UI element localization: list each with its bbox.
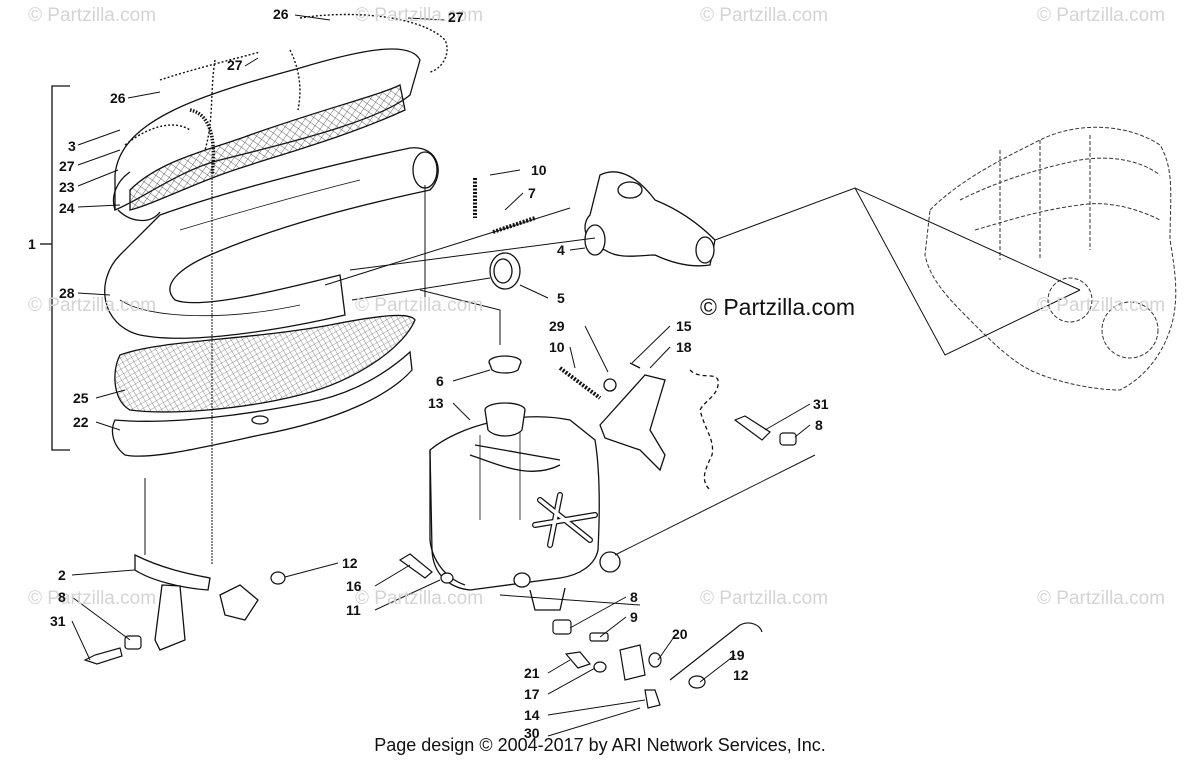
watermark: © Partzilla.com — [355, 588, 484, 609]
watermark: © Partzilla.com — [28, 588, 157, 609]
callout-22: 22 — [73, 414, 89, 430]
muffler-bracket — [599, 362, 719, 491]
callout-8: 8 — [815, 417, 823, 433]
watermark: © Partzilla.com — [1037, 5, 1166, 26]
watermark: © Partzilla.com — [355, 5, 484, 26]
callout-13: 13 — [428, 395, 444, 411]
callout-27: 27 — [59, 158, 75, 174]
callout-5: 5 — [557, 290, 565, 306]
callout-11: 11 — [346, 602, 361, 618]
callout-12: 12 — [342, 555, 358, 571]
fasteners — [83, 415, 797, 709]
spring-wires — [124, 13, 448, 176]
callout-20: 20 — [672, 626, 688, 642]
callout-17: 17 — [524, 686, 540, 702]
callout-25: 25 — [73, 390, 89, 406]
callout-30: 30 — [524, 725, 540, 741]
callout-23: 23 — [59, 179, 75, 195]
group-bracket — [40, 85, 70, 451]
expansion-chamber — [104, 147, 439, 339]
footer-copyright: Page design © 2004-2017 by ARI Network S… — [374, 735, 826, 755]
callout-31: 31 — [813, 396, 829, 412]
callout-6: 6 — [436, 373, 444, 389]
callout-26: 26 — [273, 6, 289, 22]
callout-29: 29 — [549, 318, 565, 334]
leader-engine — [714, 187, 1081, 356]
callout-31: 31 — [50, 613, 66, 629]
watermark: © Partzilla.com — [1037, 588, 1166, 609]
callout-2: 2 — [58, 567, 66, 583]
callout-15: 15 — [676, 318, 692, 334]
seal-ring — [489, 252, 521, 290]
callout-8: 8 — [630, 589, 638, 605]
lower-bracket — [134, 553, 259, 651]
callout-27: 27 — [227, 57, 243, 73]
callout-8: 8 — [58, 589, 66, 605]
muffler — [429, 355, 621, 611]
callout-12: 12 — [733, 667, 749, 683]
watermark: © Partzilla.com — [355, 295, 484, 316]
flex-joint — [584, 171, 716, 267]
watermark: © Partzilla.com — [1037, 295, 1166, 316]
leader-lines — [71, 14, 816, 737]
watermark: © Partzilla.com — [28, 5, 157, 26]
center-watermark: © Partzilla.com — [700, 294, 855, 320]
callout-3: 3 — [68, 138, 76, 154]
callout-26: 26 — [110, 90, 126, 106]
callout-27: 27 — [448, 9, 464, 25]
upper-heat-shield — [112, 48, 421, 222]
callout-19: 19 — [729, 647, 745, 663]
callout-9: 9 — [630, 609, 638, 625]
callout-4: 4 — [557, 242, 565, 258]
watermark: © Partzilla.com — [28, 295, 157, 316]
watermark: © Partzilla.com — [700, 5, 829, 26]
callout-1: 1 — [28, 236, 36, 252]
callout-10: 10 — [549, 339, 565, 355]
callout-7: 7 — [528, 185, 536, 201]
callout-24: 24 — [59, 200, 75, 216]
callout-14: 14 — [524, 707, 540, 723]
lower-heat-shield — [111, 314, 416, 457]
callout-28: 28 — [59, 285, 75, 301]
callout-16: 16 — [346, 578, 362, 594]
callout-21: 21 — [524, 665, 540, 681]
watermark: © Partzilla.com — [700, 588, 829, 609]
engine-outline — [924, 126, 1177, 391]
callout-18: 18 — [676, 339, 692, 355]
callout-10: 10 — [531, 162, 547, 178]
